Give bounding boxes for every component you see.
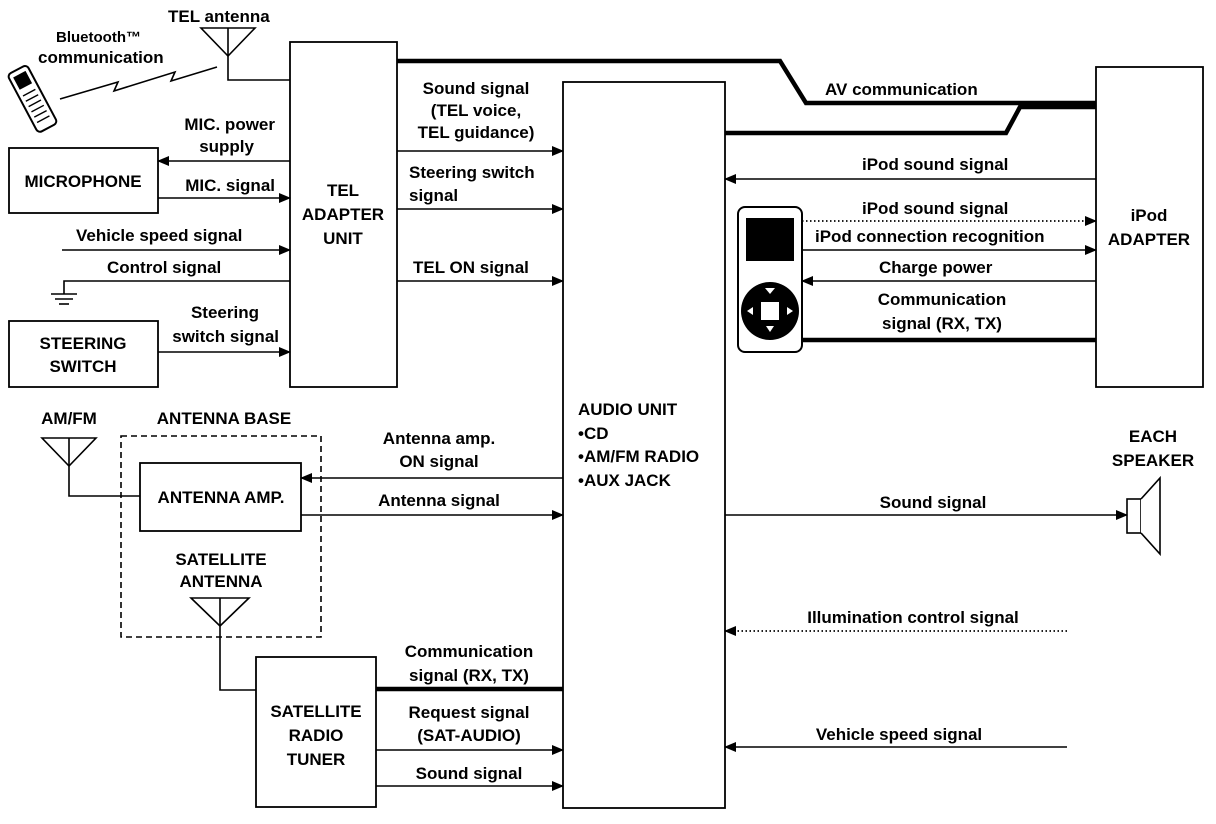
- comm-ipod-label: Communication: [878, 290, 1006, 309]
- ipod-adapter-label-2: ADAPTER: [1108, 230, 1190, 249]
- sat-tuner-label-2: RADIO: [289, 726, 344, 745]
- charge-power-label: Charge power: [879, 258, 993, 277]
- sat-tuner-label: SATELLITE: [270, 702, 361, 721]
- audio-unit-title: AUDIO UNIT: [578, 400, 678, 419]
- bluetooth-label-2: communication: [38, 48, 164, 67]
- request-signal-label: Request signal: [409, 703, 530, 722]
- am-fm-label: AM/FM: [41, 409, 97, 428]
- steering-switch-label: STEERING: [40, 334, 127, 353]
- each-speaker-label-2: SPEAKER: [1112, 451, 1194, 470]
- tel-adapter-unit-box: [289, 41, 398, 388]
- each-speaker-label: EACH: [1129, 427, 1177, 446]
- tel-on-label: TEL ON signal: [413, 258, 529, 277]
- audio-unit-aux: •AUX JACK: [578, 471, 672, 490]
- ipod-sound-label-2: iPod sound signal: [862, 199, 1008, 218]
- antenna-base-boundary: [120, 435, 322, 638]
- mic-signal-label: MIC. signal: [185, 176, 275, 195]
- tel-adapter-label: TEL: [327, 181, 359, 200]
- audio-unit-cd: •CD: [578, 424, 609, 443]
- sound-speaker-label: Sound signal: [880, 493, 987, 512]
- illumination-label: Illumination control signal: [807, 608, 1019, 627]
- antenna-amp-on-label: Antenna amp.: [383, 429, 495, 448]
- sat-tuner-label-3: TUNER: [287, 750, 346, 769]
- control-signal-label: Control signal: [107, 258, 221, 277]
- av-communication-line-lower: [725, 104, 1096, 136]
- tel-adapter-label-3: UNIT: [323, 229, 363, 248]
- vehicle-speed-right-label: Vehicle speed signal: [816, 725, 982, 744]
- satellite-radio-tuner-box: [255, 656, 377, 808]
- audio-unit-radio: •AM/FM RADIO: [578, 447, 699, 466]
- microphone-box: [8, 147, 159, 214]
- tel-antenna-label: TEL antenna: [168, 7, 270, 26]
- av-communication-label: AV communication: [825, 80, 978, 99]
- ipod-adapter-label: iPod: [1131, 206, 1168, 225]
- sat-sound-label: Sound signal: [416, 764, 523, 783]
- sound-tel-label: Sound signal: [423, 79, 530, 98]
- speaker-icon: [1126, 475, 1161, 557]
- mobile-phone-icon: [7, 64, 58, 133]
- antenna-amp-label: ANTENNA AMP.: [158, 488, 285, 507]
- ipod-connection-label: iPod connection recognition: [815, 227, 1045, 246]
- comm-sat-label: Communication: [405, 642, 533, 661]
- ipod-adapter-box: [1095, 66, 1204, 388]
- satellite-antenna-icon: [189, 597, 256, 691]
- sound-tel-label-2: (TEL voice,: [431, 101, 521, 120]
- steering-signal-label: Steering: [191, 303, 259, 322]
- ipod-sound-label-1: iPod sound signal: [862, 155, 1008, 174]
- ipod-icon: [737, 206, 803, 353]
- ground-icon: [51, 280, 290, 305]
- antenna-amp-on-label-2: ON signal: [399, 452, 478, 471]
- vehicle-speed-left-label: Vehicle speed signal: [76, 226, 242, 245]
- request-signal-label-2: (SAT-AUDIO): [417, 726, 521, 745]
- microphone-label: MICROPHONE: [24, 172, 141, 191]
- satellite-antenna-label-2: ANTENNA: [179, 572, 262, 591]
- av-communication-line-upper: [397, 58, 1096, 106]
- mic-power-label-2: supply: [199, 137, 254, 156]
- antenna-amp-box: [139, 462, 302, 532]
- satellite-antenna-label: SATELLITE: [175, 550, 266, 569]
- comm-sat-label-2: signal (RX, TX): [409, 666, 529, 685]
- steering-switch-label-2: SWITCH: [49, 357, 116, 376]
- bluetooth-link-zigzag: [59, 66, 218, 100]
- steering-switch-box: [8, 320, 159, 388]
- mic-power-label: MIC. power: [184, 115, 275, 134]
- sound-tel-label-3: TEL guidance): [418, 123, 535, 142]
- comm-ipod-label-2: signal (RX, TX): [882, 314, 1002, 333]
- antenna-signal-label: Antenna signal: [378, 491, 500, 510]
- tel-adapter-label-2: ADAPTER: [302, 205, 384, 224]
- audio-unit-box: [562, 81, 726, 809]
- steering-sw-label: Steering switch: [409, 163, 535, 182]
- steering-sw-label-2: signal: [409, 186, 458, 205]
- antenna-base-label: ANTENNA BASE: [157, 409, 291, 428]
- am-fm-antenna-icon: [40, 437, 140, 497]
- tel-antenna-icon: [199, 27, 290, 81]
- steering-signal-label-2: switch signal: [172, 327, 279, 346]
- bluetooth-label: Bluetooth™: [56, 29, 141, 46]
